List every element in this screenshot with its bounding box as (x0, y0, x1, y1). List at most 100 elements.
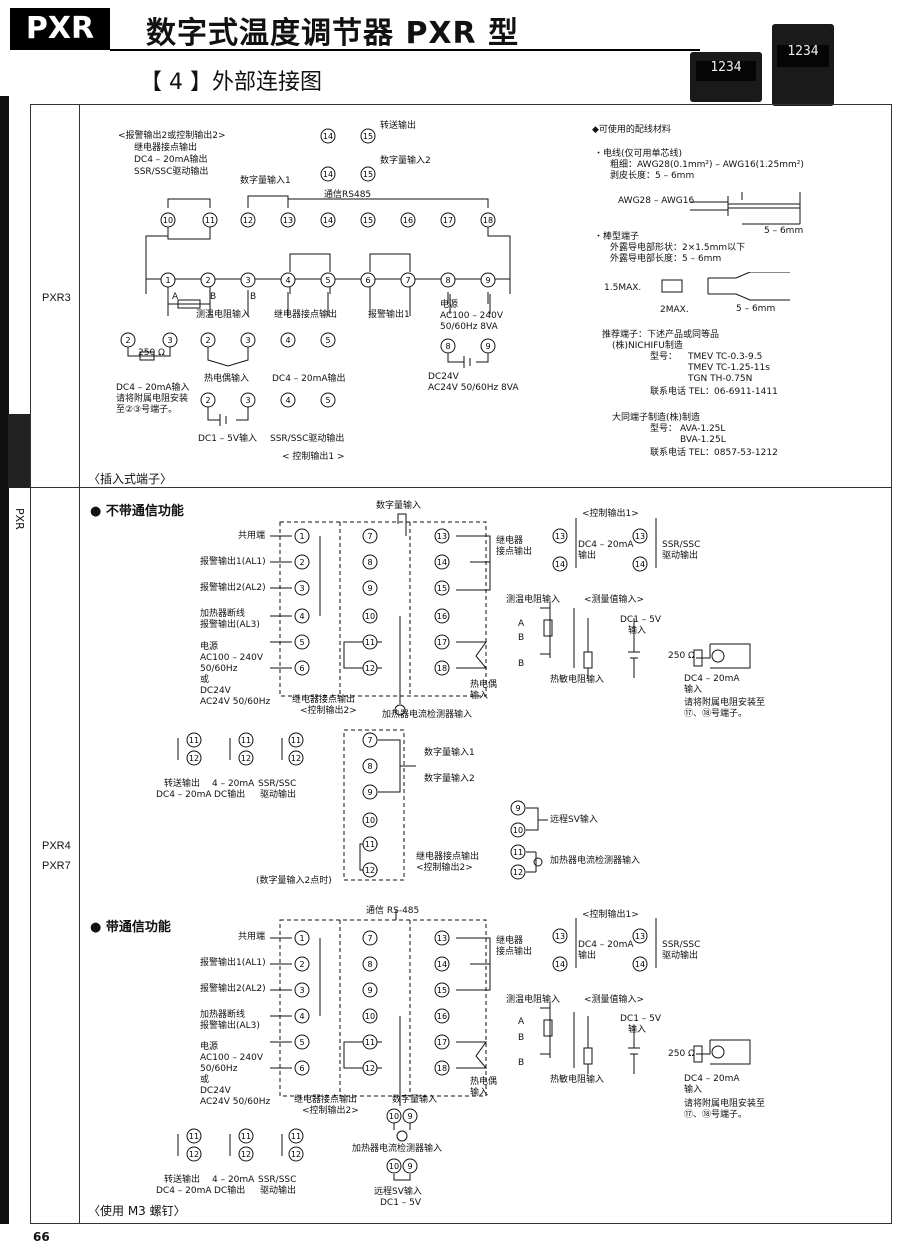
a-ma-b: DC输出 (214, 790, 246, 800)
svg-text:12: 12 (189, 1150, 199, 1159)
a-ssr-b: 驱动输出 (260, 790, 297, 800)
a-common: 共用端 (238, 531, 266, 541)
a-digital2-diagram: 7 8 9 10 11 12 (343, 729, 416, 881)
svg-text:14: 14 (323, 216, 333, 225)
svg-text:11: 11 (365, 840, 375, 849)
svg-text:12: 12 (365, 1064, 375, 1073)
page-title: 数字式温度调节器 PXR 型 (146, 16, 520, 51)
b-al1: 报警输出1(AL1) (200, 958, 266, 968)
svg-text:11: 11 (205, 216, 215, 225)
svg-text:10: 10 (513, 826, 523, 835)
svg-text:5: 5 (325, 276, 330, 285)
a-hz: 50/60Hz (200, 664, 238, 674)
a-transfer-b: DC4 – 20mA (156, 790, 212, 800)
b-output-options: 11 12 11 12 11 12 (177, 1128, 304, 1162)
b-out: 输出 (578, 951, 597, 961)
b-dcin-c: 请将附属电阻安装至 (684, 1099, 766, 1109)
svg-text:5: 5 (325, 336, 330, 345)
a-dcin-a: DC4 – 20mA (684, 674, 740, 684)
pxr3-dc1-5: DC1 – 5V输入 (198, 434, 258, 444)
a-dc15a: DC1 – 5V (620, 615, 662, 625)
b-dcin-a: DC4 – 20mA (684, 1074, 740, 1084)
product-display: 1234 (776, 45, 830, 67)
b-al3b: 报警输出(AL3) (200, 1021, 260, 1031)
pxr3-caption: 〈插入式端子〉 (88, 472, 173, 486)
side-label-text: PXR (13, 508, 26, 530)
a-b2: B (518, 659, 525, 669)
svg-text:1: 1 (299, 532, 304, 541)
svg-text:11: 11 (291, 1132, 301, 1141)
svg-text:13: 13 (555, 532, 565, 541)
svg-text:7: 7 (367, 736, 372, 745)
model-label-pxr7: PXR7 (42, 860, 71, 872)
b-ma-b: DC输出 (214, 1186, 246, 1196)
svg-text:15: 15 (363, 132, 373, 141)
pxr47-wiring-b: 1 2 3 4 5 6 7 8 9 10 11 12 13 14 15 16 1… (270, 910, 491, 1106)
wire-info-maker2: 大同端子制造(株)制造 (612, 413, 701, 423)
svg-text:12: 12 (365, 664, 375, 673)
wire-info-gauge: 粗细：AWG28(0.1mm²) – AWG16(1.25mm²) (610, 160, 804, 170)
svg-text:7: 7 (405, 276, 410, 285)
svg-text:1: 1 (165, 276, 170, 285)
pxr3-b2: B (250, 292, 257, 302)
svg-text:6: 6 (299, 664, 304, 673)
pxr47-divider (79, 487, 80, 1224)
side-tab-marker (8, 414, 30, 488)
pxr3-b1: B (210, 292, 217, 302)
svg-text:4: 4 (285, 336, 290, 345)
svg-text:9: 9 (367, 584, 372, 593)
b-dcin-b: 输入 (684, 1085, 703, 1095)
b-dc15a: DC1 – 5V (620, 1014, 662, 1024)
pxr47-wiring-a: 1 2 3 4 5 6 7 8 9 10 11 12 13 14 15 16 1… (270, 513, 491, 716)
svg-text:13: 13 (437, 532, 447, 541)
wire-info-len1: 5 – 6mm (764, 226, 804, 236)
svg-text:8: 8 (445, 276, 450, 285)
svg-text:10: 10 (389, 1162, 399, 1171)
svg-text:9: 9 (367, 788, 372, 797)
svg-text:4: 4 (285, 276, 290, 285)
svg-text:18: 18 (437, 664, 447, 673)
svg-text:14: 14 (437, 558, 447, 567)
wire-info-max15: 1.5MAX. (604, 283, 642, 293)
pxr3-ctrl-out1: < 控制输出1 > (282, 452, 345, 462)
a-ctrl-out1-diagram: 13 14 13 14 (540, 518, 751, 678)
svg-text:14: 14 (635, 960, 645, 969)
a-dc420: DC4 – 20mA (578, 540, 634, 550)
svg-text:12: 12 (513, 868, 523, 877)
svg-text:8: 8 (367, 960, 372, 969)
b-meas-in: <测量值输入> (584, 995, 645, 1005)
pxr3-power: 电源 (440, 300, 459, 310)
b-dc24: DC24V (200, 1086, 231, 1096)
pxr47-caption: 〈使用 M3 螺钉〉 (88, 1204, 186, 1218)
pxr3-relay-contact: 继电器接点输出 (274, 310, 338, 320)
b-ssr: SSR/SSC (662, 940, 701, 950)
b-digital-in: 数字量输入 (392, 1095, 438, 1105)
b-transfer-a: 转送输出 (164, 1175, 201, 1185)
svg-text:12: 12 (241, 1150, 251, 1159)
b-tc-b: 输入 (470, 1088, 489, 1098)
product-image-large: 1234 (772, 24, 834, 106)
a-dc15b: 输入 (628, 626, 647, 636)
a-dig1: 数字量输入1 (424, 748, 475, 758)
a-ac24: AC24V 50/60Hz (200, 697, 271, 707)
a-ctrl1: <控制输出1> (582, 509, 639, 519)
a-dcin-c: 请将附属电阻安装至 (684, 698, 766, 708)
wire-info-rod-shape: 外露导电部形状：2×1.5mm以下 (610, 243, 746, 253)
b-b1: B (518, 1033, 525, 1043)
pxr3-rtd-in: 测温电阻输入 (196, 310, 251, 320)
wire-info-model-label2: 型号： (650, 424, 678, 434)
svg-text:7: 7 (367, 934, 372, 943)
a-tc-b: 输入 (470, 691, 489, 701)
pxr3-digital-in2: 数字量输入2 (380, 156, 431, 166)
svg-text:3: 3 (299, 584, 304, 593)
svg-text:14: 14 (323, 132, 333, 141)
svg-text:11: 11 (365, 1038, 375, 1047)
b-heater-remote: 10 9 10 9 (386, 1108, 418, 1181)
a-relay-out2b2: <控制输出2> (416, 863, 473, 873)
svg-text:4: 4 (299, 612, 304, 621)
b-dc15b: 输入 (628, 1025, 647, 1035)
svg-text:11: 11 (291, 736, 301, 745)
pxr3-relay-out: 继电器接点输出 (134, 143, 198, 153)
pxr47-frame (30, 487, 892, 1224)
svg-text:2: 2 (299, 558, 304, 567)
